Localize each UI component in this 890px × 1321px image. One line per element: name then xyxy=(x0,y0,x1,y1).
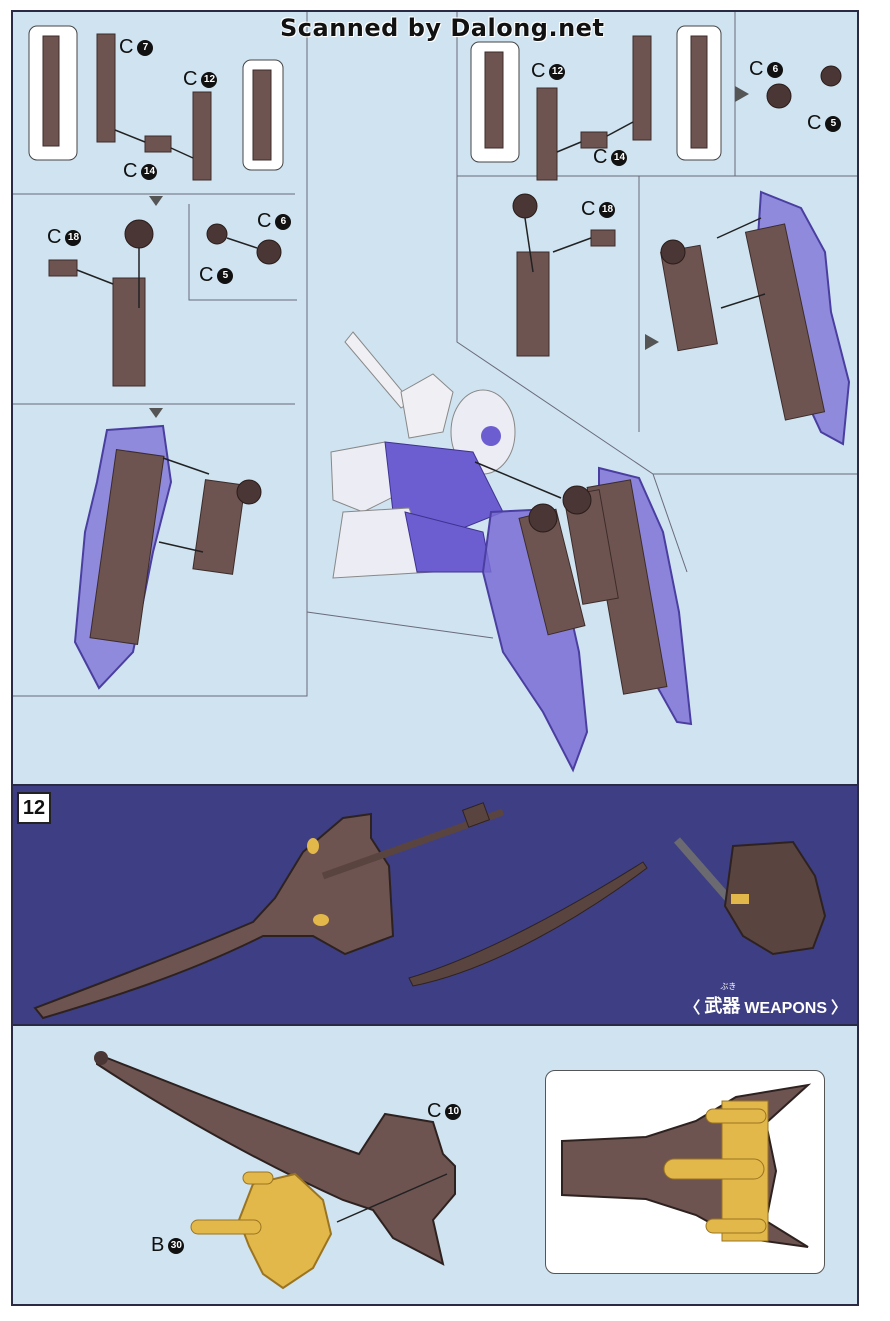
grip-part xyxy=(252,69,272,161)
section-title-weapons: 〈 ぶき 武器 WEAPONS 〉 xyxy=(684,982,847,1018)
part-c18 xyxy=(48,259,78,277)
blade xyxy=(408,861,648,987)
panel-border xyxy=(13,12,308,697)
joint-part xyxy=(124,219,154,249)
rifle-tip xyxy=(94,1051,108,1065)
grip-part xyxy=(484,51,504,149)
gold-detail xyxy=(313,914,329,926)
grip-part xyxy=(42,35,60,147)
part-c12 xyxy=(192,91,212,181)
callout-line xyxy=(652,473,688,573)
scan-watermark: Scanned by Dalong.net xyxy=(280,14,605,42)
grip-assembly xyxy=(516,251,550,357)
weapons-ruby: ぶき xyxy=(720,982,737,991)
grip-assembly xyxy=(192,479,246,575)
detail-inset xyxy=(545,1070,825,1274)
assembly-arrow xyxy=(720,293,766,309)
assembly-arrow xyxy=(556,141,582,153)
step-arrow-down xyxy=(149,408,163,418)
gold-rod xyxy=(242,1171,274,1185)
gold-rod xyxy=(663,1158,765,1180)
rifle-assembly-diagram xyxy=(94,1051,456,1290)
step-arrow-right xyxy=(735,86,749,102)
part-c18 xyxy=(590,229,616,247)
step-number-badge: 12 xyxy=(17,792,51,824)
assembly-arrow xyxy=(474,461,562,499)
part-c7 xyxy=(96,33,116,143)
joint-part xyxy=(528,503,558,533)
joint-part xyxy=(512,193,538,219)
rifle-half xyxy=(96,1052,456,1266)
grip-part xyxy=(690,35,708,149)
step-arrow-down xyxy=(149,196,163,206)
gold-detail xyxy=(307,838,319,854)
rifle-muzzle xyxy=(461,802,491,828)
inset-diagram xyxy=(561,1083,812,1248)
part-c7 xyxy=(632,35,652,141)
gold-rod xyxy=(705,1108,767,1124)
weapons-kanji: ぶき 武器 xyxy=(704,982,741,1018)
assembly-arrow xyxy=(170,147,194,159)
gold-rod xyxy=(705,1218,767,1234)
joint-part xyxy=(660,239,686,265)
callout-line xyxy=(306,611,494,639)
step-arrow-right xyxy=(645,334,659,350)
weapons-kanji-text: 武器 xyxy=(704,996,741,1016)
joint-part xyxy=(236,479,262,505)
gold-detail xyxy=(731,894,749,904)
robot-horn xyxy=(344,331,412,409)
weapons-diagram xyxy=(33,802,827,1020)
shield-core-right xyxy=(744,223,826,421)
robot-torso xyxy=(384,441,504,533)
grip-assembly xyxy=(112,277,146,387)
assembly-arrow xyxy=(606,121,634,137)
rifle-body xyxy=(33,812,395,1020)
assembly-arrow xyxy=(716,217,762,239)
joint-part xyxy=(562,485,592,515)
hand-grip-rod xyxy=(673,837,737,907)
assembly-arrow xyxy=(162,457,210,475)
subpanel-border xyxy=(188,204,297,301)
hand-part xyxy=(723,840,827,956)
robot-shoulder-joint xyxy=(481,426,501,446)
part-c6 xyxy=(256,239,282,265)
assembly-arrow xyxy=(226,237,258,249)
assembly-arrow xyxy=(158,541,204,553)
gold-rod xyxy=(190,1219,262,1235)
top-diagram xyxy=(13,12,857,773)
part-c6 xyxy=(766,83,792,109)
part-c12 xyxy=(536,87,558,181)
assembly-arrow xyxy=(76,269,114,285)
part-c14 xyxy=(144,135,172,153)
part-c14 xyxy=(580,131,608,149)
part-c5 xyxy=(820,65,842,87)
assembly-arrow xyxy=(552,237,592,253)
part-c5 xyxy=(206,223,228,245)
assembly-arrow xyxy=(336,1173,448,1223)
robot-shoulder-left xyxy=(330,441,404,513)
shield-core-left xyxy=(89,449,165,645)
assembly-arrow xyxy=(524,217,534,273)
robot-head xyxy=(400,373,454,439)
panel-border-right xyxy=(456,12,857,475)
weapons-english: WEAPONS xyxy=(744,1000,827,1017)
step-12-weapons-band: 12 〈 ぶき 武器 WEAPONS 〉 xyxy=(13,784,857,1026)
assembly-arrow xyxy=(114,129,146,143)
